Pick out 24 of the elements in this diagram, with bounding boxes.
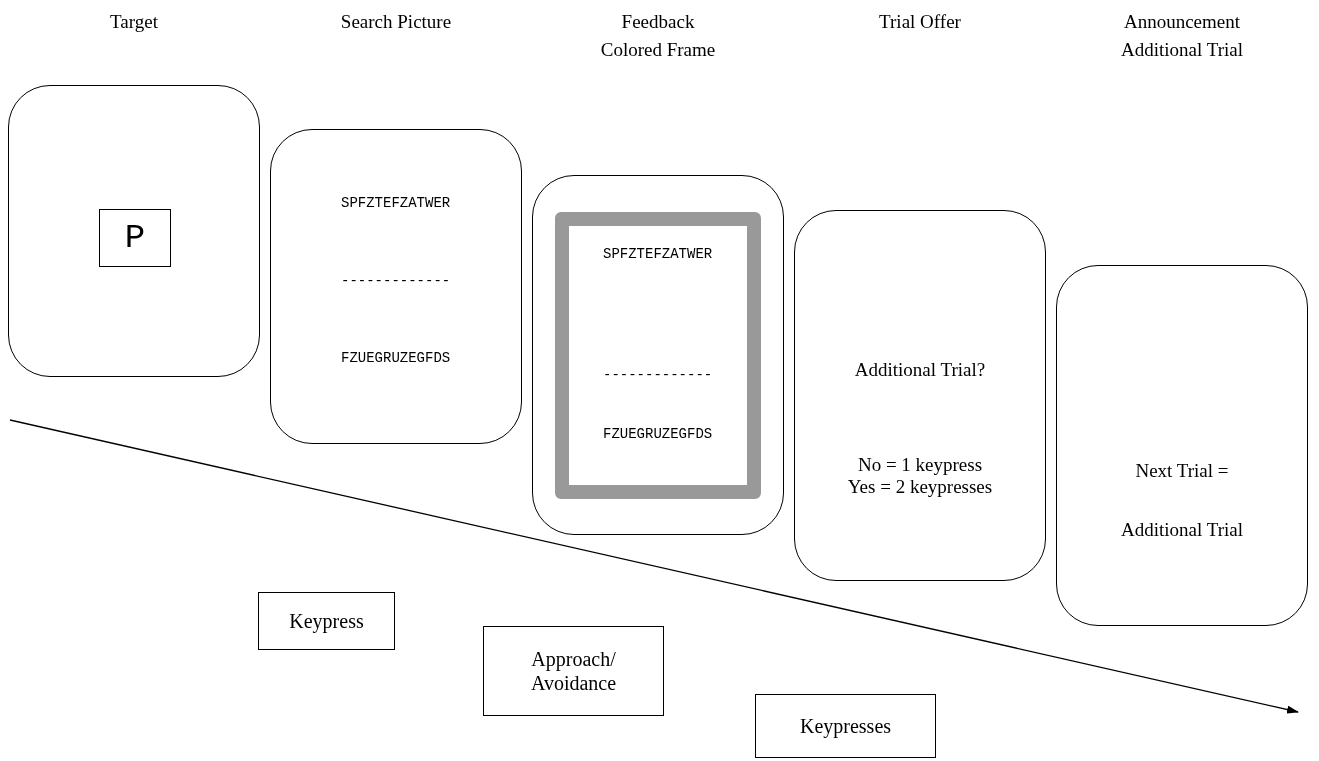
letter-string: SPFZTEFZATWER (603, 245, 714, 263)
letter-string: FZUEGRUZEGFDS (341, 349, 452, 367)
stage-title: Announcement Additional Trial (1120, 10, 1244, 62)
screen-card (270, 129, 522, 444)
target-letter: P (99, 209, 171, 267)
response-box: Keypress (258, 592, 395, 650)
stage-title: Feedback Colored Frame (599, 10, 717, 62)
letter-string: FZUEGRUZEGFDS (603, 425, 714, 443)
letter-string: ------------- (341, 272, 452, 290)
letter-string: ------------- (603, 366, 714, 384)
letter-string: SPFZTEFZATWER (341, 194, 452, 212)
stage-title: Trial Offer (878, 10, 962, 34)
screen-card (794, 210, 1046, 581)
screen-card (532, 175, 784, 535)
stage-title: Search Picture (339, 10, 453, 34)
screen-card (1056, 265, 1308, 626)
screen-text: Additional Trial? (853, 359, 987, 381)
screen-card (8, 85, 260, 377)
stage-title: Target (109, 10, 159, 34)
screen-text: No = 1 keypress Yes = 2 keypresses (846, 454, 994, 498)
response-box: Keypresses (755, 694, 936, 758)
screen-text: Next Trial = (1134, 460, 1230, 482)
response-box: Approach/ Avoidance (483, 626, 664, 716)
screen-text: Additional Trial (1120, 519, 1244, 541)
